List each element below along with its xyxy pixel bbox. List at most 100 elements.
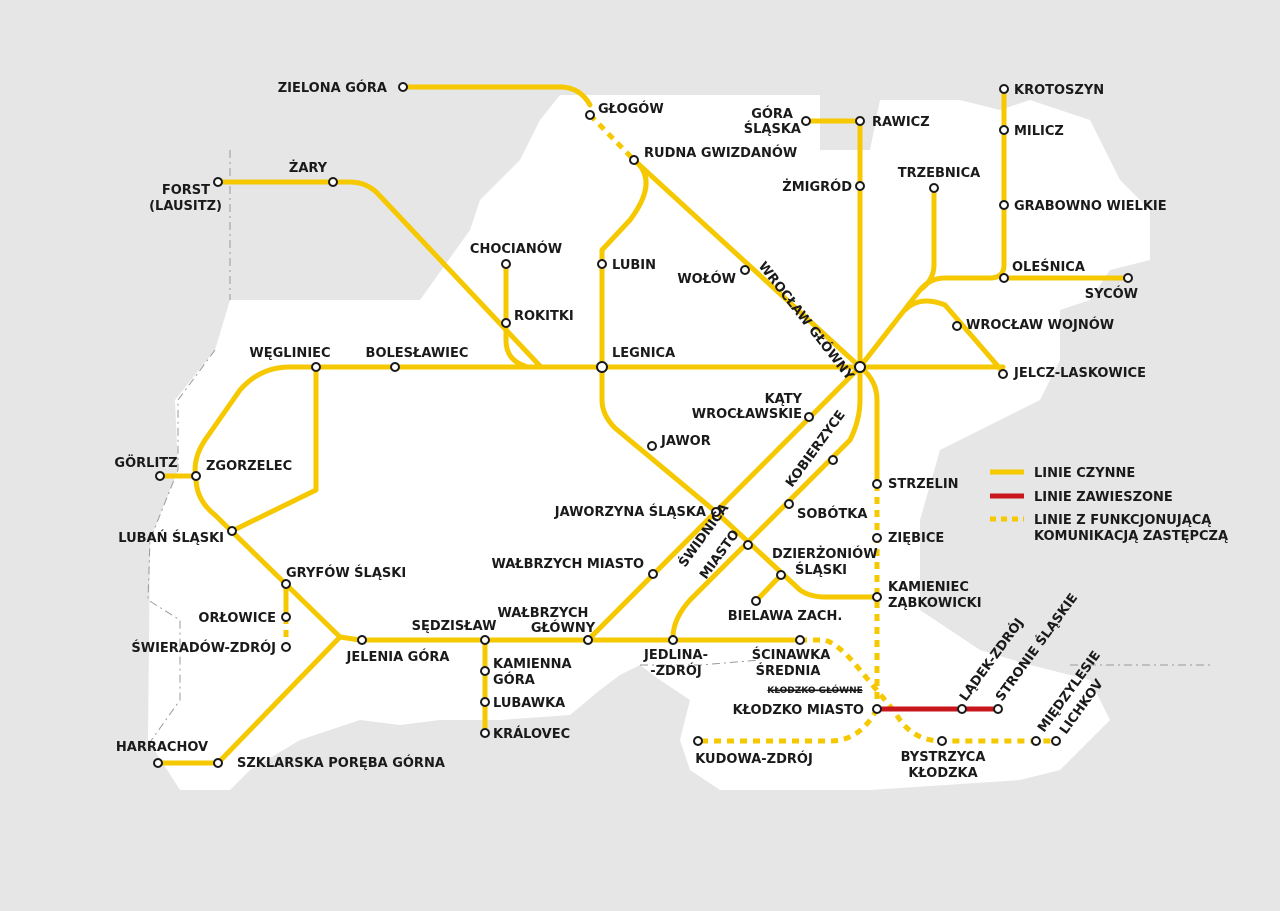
station-dot-boleslawiec[interactable]: [390, 362, 400, 372]
station-dot-gora[interactable]: [801, 116, 811, 126]
station-dot-trzebnica[interactable]: [929, 183, 939, 193]
station-dot-kobierzyce[interactable]: [828, 455, 838, 465]
station-label-bystrzyca-2: KŁODZKA: [908, 766, 977, 781]
station-label-dzierzoniow-2: ŚLĄSKI: [795, 562, 847, 578]
station-dot-miedzylesie[interactable]: [1031, 736, 1041, 746]
station-dot-wroclaw-glowny[interactable]: [854, 361, 866, 373]
station-label-kralovec: KRÁLOVEC: [493, 726, 570, 742]
station-label-gora-2: ŚLĄSKA: [744, 121, 801, 137]
station-dot-kralovec[interactable]: [480, 728, 490, 738]
station-label-zmigrod: ŻMIGRÓD: [782, 179, 852, 195]
station-dot-katy[interactable]: [804, 412, 814, 422]
station-dot-gorlitz[interactable]: [155, 471, 165, 481]
station-dot-dzierzoniow[interactable]: [776, 570, 786, 580]
station-label-olesnica: OLEŚNICA: [1012, 259, 1085, 275]
station-dot-olesnica[interactable]: [999, 273, 1009, 283]
station-label-boleslawiec: BOLESŁAWIEC: [366, 346, 469, 361]
station-dot-klodzko-miasto[interactable]: [872, 704, 882, 714]
station-dot-jelcz[interactable]: [998, 369, 1008, 379]
line-jaworzyna-kamieniec: [713, 509, 880, 600]
station-label-grabowno: GRABOWNO WIELKIE: [1014, 199, 1167, 214]
station-label-rokitki: ROKITKI: [514, 309, 574, 324]
legend: LINIE CZYNNE LINIE ZAWIESZONE LINIE Z FU…: [990, 466, 1228, 544]
line-bielawa-dzierzoniow: [753, 572, 784, 604]
station-dot-wolow[interactable]: [740, 265, 750, 275]
station-label-jelcz: JELCZ-LASKOWICE: [1013, 366, 1146, 381]
station-dot-grabowno[interactable]: [999, 200, 1009, 210]
station-dot-milicz[interactable]: [999, 125, 1009, 135]
station-dot-scinawka[interactable]: [795, 635, 805, 645]
station-dot-luban[interactable]: [227, 526, 237, 536]
station-dot-zmigrod[interactable]: [855, 181, 865, 191]
station-dot-legnica[interactable]: [596, 361, 608, 373]
station-dot-jedlina[interactable]: [668, 635, 678, 645]
station-dot-bielawa[interactable]: [751, 596, 761, 606]
station-dot-wegliniec[interactable]: [311, 362, 321, 372]
station-label-rawicz: RAWICZ: [872, 115, 930, 130]
station-dot-glogow[interactable]: [585, 110, 595, 120]
station-label-gryfow: GRYFÓW ŚLĄSKI: [286, 565, 406, 581]
station-dot-jaworzyna[interactable]: [711, 507, 721, 517]
line-wroclaw-kobierzyce-jedlina: [670, 364, 863, 643]
line-glogow-wroclaw: [631, 157, 863, 370]
station-label-sobotka: SOBÓTKA: [797, 506, 867, 522]
station-dot-walbrzych-glowny[interactable]: [583, 635, 593, 645]
station-dot-rokitki[interactable]: [501, 318, 511, 328]
station-dot-lichkov[interactable]: [1051, 736, 1061, 746]
station-label-zgorzelec: ZGORZELEC: [206, 459, 292, 474]
station-label-sycow: SYCÓW: [1085, 286, 1138, 302]
legend-replacement-label-2: KOMUNIKACJĄ ZASTĘPCZĄ: [1034, 529, 1228, 544]
station-dot-walbrzych-miasto[interactable]: [648, 569, 658, 579]
station-dot-lubin[interactable]: [597, 259, 607, 269]
station-label-milicz: MILICZ: [1014, 124, 1064, 139]
station-label-walbrzych-glowny-1: WAŁBRZYCH: [498, 606, 589, 621]
station-label-trzebnica: TRZEBNICA: [898, 166, 980, 181]
line-replacement-glogow-rudna: [588, 113, 636, 162]
line-wegliniec-zgorzelec: [192, 364, 293, 481]
station-dot-jelenia-gora[interactable]: [357, 635, 367, 645]
station-dot-ladek[interactable]: [957, 704, 967, 714]
station-dot-kamienna-gora[interactable]: [480, 666, 490, 676]
station-dot-sedzislaw[interactable]: [480, 635, 490, 645]
station-dot-jawor[interactable]: [647, 441, 657, 451]
station-dot-zgorzelec[interactable]: [191, 471, 201, 481]
station-label-wegliniec: WĘGLINIEC: [249, 346, 330, 361]
station-dot-sobotka[interactable]: [784, 499, 794, 509]
station-label-walbrzych-miasto: WAŁBRZYCH MIASTO: [491, 557, 644, 572]
station-dot-forst[interactable]: [213, 177, 223, 187]
line-forst-zary-legnica: [215, 179, 543, 369]
station-dot-stronie[interactable]: [993, 704, 1003, 714]
station-dot-rudna[interactable]: [629, 155, 639, 165]
station-label-jedlina-2: -ZDRÓJ: [650, 663, 702, 679]
station-dot-wroclaw-wojnow[interactable]: [952, 321, 962, 331]
station-dot-swieradow[interactable]: [281, 642, 291, 652]
station-dot-strzelin[interactable]: [872, 479, 882, 489]
station-label-walbrzych-glowny-2: GŁÓWNY: [531, 620, 596, 636]
station-dot-kamieniec[interactable]: [872, 592, 882, 602]
station-dot-ziebice[interactable]: [872, 533, 882, 543]
station-label-lubawka: LUBAWKA: [493, 696, 565, 711]
station-dot-szklarska[interactable]: [213, 758, 223, 768]
station-dot-chocianow[interactable]: [501, 259, 511, 269]
station-dot-sycow[interactable]: [1123, 273, 1133, 283]
station-label-scinawka-1: ŚCINAWKA: [752, 647, 831, 663]
station-label-lubin: LUBIN: [612, 258, 656, 273]
line-replacement-scinawka-lichkov: [800, 637, 1052, 744]
station-dot-gryfow[interactable]: [281, 579, 291, 589]
station-dot-swidnica[interactable]: [743, 540, 753, 550]
station-dot-kudowa[interactable]: [693, 736, 703, 746]
station-dot-rawicz[interactable]: [855, 116, 865, 126]
station-dot-harrachov[interactable]: [153, 758, 163, 768]
station-label-szklarska: SZKLARSKA PORĘBA GÓRNA: [237, 755, 445, 771]
station-dot-lubawka[interactable]: [480, 697, 490, 707]
station-dot-orlowice[interactable]: [281, 612, 291, 622]
line-zgorzelec-jelenia-gora: [193, 475, 363, 643]
station-dot-bystrzyca[interactable]: [937, 736, 947, 746]
station-dot-krotoszyn[interactable]: [999, 84, 1009, 94]
station-label-kamienna-1: KAMIENNA: [493, 657, 572, 672]
station-dot-zielona-gora[interactable]: [398, 82, 408, 92]
station-label-zary: ŻARY: [289, 160, 328, 176]
station-dot-zary[interactable]: [328, 177, 338, 187]
line-zielona-gora-glogow: [400, 84, 593, 108]
